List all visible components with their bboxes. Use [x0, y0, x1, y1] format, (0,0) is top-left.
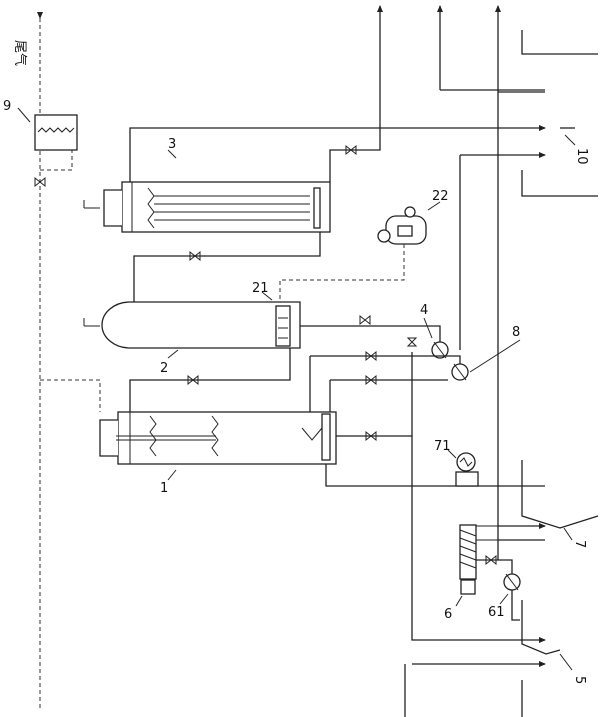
meter-71 — [455, 452, 479, 487]
conveyor-6 — [459, 524, 477, 595]
tank-7 — [498, 460, 599, 541]
exchanger-1 — [99, 411, 337, 465]
tail-gas-valve — [34, 176, 46, 188]
leader-61 — [499, 593, 509, 605]
label-61: 61 — [488, 605, 505, 620]
valve-3-top — [345, 144, 357, 156]
label-5: 5 — [572, 676, 587, 684]
leader-9 — [17, 107, 31, 123]
pump-8 — [451, 363, 469, 381]
label-4: 4 — [420, 303, 428, 318]
vent-3 — [83, 200, 100, 209]
tank-9 — [34, 114, 78, 151]
vent-2 — [83, 318, 100, 327]
leader-10 — [564, 134, 576, 146]
leader-71 — [447, 449, 457, 459]
leader-1 — [167, 469, 177, 481]
leader-4 — [423, 317, 433, 339]
label-7: 7 — [572, 540, 587, 548]
tank-10 — [521, 30, 598, 197]
air-line-22 — [279, 244, 405, 302]
link-2-3 — [133, 232, 321, 302]
leader-21 — [261, 291, 273, 301]
leader-2 — [167, 349, 179, 359]
riser-lines — [129, 5, 546, 560]
link-1-2 — [129, 314, 371, 412]
leader-8 — [469, 339, 521, 373]
label-1: 1 — [160, 481, 168, 496]
label-8: 8 — [512, 325, 520, 340]
leader-6 — [455, 595, 463, 607]
exchanger-3 — [103, 181, 331, 233]
label-71: 71 — [434, 439, 451, 454]
label-9: 9 — [3, 99, 11, 114]
leader-22 — [427, 201, 441, 211]
tail-gas-label: 尾气 — [12, 40, 28, 66]
label-21: 21 — [252, 281, 269, 296]
label-10: 10 — [574, 148, 589, 165]
compressor-22 — [377, 206, 427, 245]
leader-5 — [559, 653, 573, 671]
pump-61 — [476, 554, 521, 621]
leader-3 — [167, 149, 177, 159]
label-22: 22 — [432, 189, 449, 204]
tank-5 — [404, 600, 561, 717]
label-6: 6 — [444, 607, 452, 622]
label-2: 2 — [160, 361, 168, 376]
vessel-2 — [101, 301, 301, 349]
leader-7 — [563, 527, 573, 541]
label-3: 3 — [168, 137, 176, 152]
pump-piping — [300, 325, 546, 643]
